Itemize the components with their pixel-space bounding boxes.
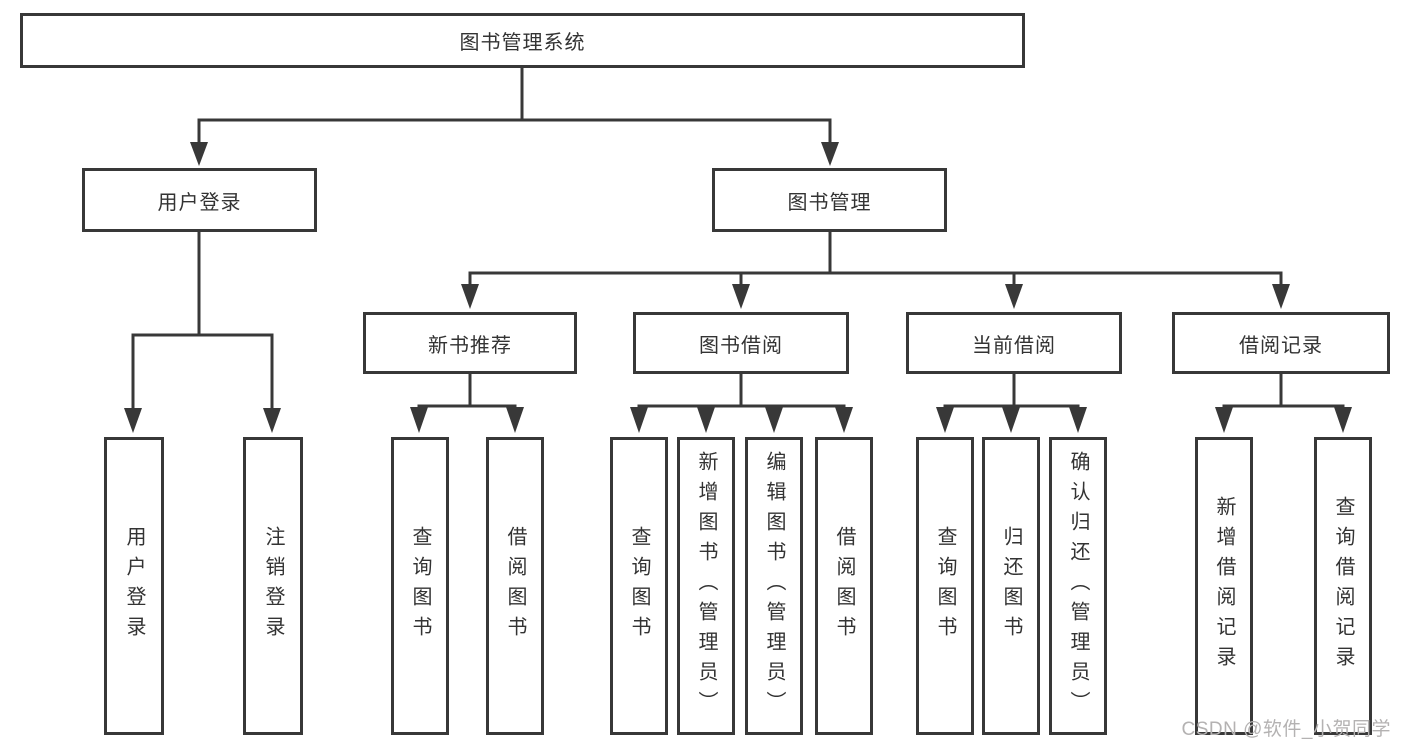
leaf-confirm-return-admin-label: 确认归还（管理员）: [1067, 451, 1089, 721]
leaf-confirm-return-admin: 确认归还（管理员）: [1049, 437, 1107, 735]
leaf-query-books-recommend: 查询图书: [391, 437, 449, 735]
node-root: 图书管理系统: [20, 13, 1025, 68]
node-book-management: 图书管理: [712, 168, 947, 232]
leaf-edit-book-admin-label: 编辑图书（管理员）: [763, 451, 785, 721]
leaf-add-borrow-record-label: 新增借阅记录: [1213, 496, 1235, 676]
node-borrow-records: 借阅记录: [1172, 312, 1390, 374]
leaf-query-borrow-record: 查询借阅记录: [1314, 437, 1372, 735]
leaf-query-books-borrow: 查询图书: [610, 437, 668, 735]
arrowheads: [124, 142, 1352, 433]
leaf-borrow-books-label: 借阅图书: [833, 526, 855, 646]
leaf-borrow-books-recommend: 借阅图书: [486, 437, 544, 735]
leaf-logout-label: 注销登录: [262, 526, 284, 646]
leaf-return-books: 归还图书: [982, 437, 1040, 735]
node-current-borrow: 当前借阅: [906, 312, 1122, 374]
leaf-borrow-books: 借阅图书: [815, 437, 873, 735]
leaf-query-books-recommend-label: 查询图书: [409, 526, 431, 646]
leaf-query-borrow-record-label: 查询借阅记录: [1332, 496, 1354, 676]
leaf-query-books-current-label: 查询图书: [934, 526, 956, 646]
node-new-book-recommend: 新书推荐: [363, 312, 577, 374]
node-user-login: 用户登录: [82, 168, 317, 232]
node-book-borrow: 图书借阅: [633, 312, 849, 374]
watermark: CSDN @软件_小贺同学: [1181, 719, 1391, 740]
leaf-query-books-current: 查询图书: [916, 437, 974, 735]
leaf-add-borrow-record: 新增借阅记录: [1195, 437, 1253, 735]
leaf-add-book-admin: 新增图书（管理员）: [677, 437, 735, 735]
leaf-user-login-label: 用户登录: [123, 526, 145, 646]
leaf-edit-book-admin: 编辑图书（管理员）: [745, 437, 803, 735]
leaf-user-login: 用户登录: [104, 437, 164, 735]
leaf-query-books-borrow-label: 查询图书: [628, 526, 650, 646]
leaf-return-books-label: 归还图书: [1000, 526, 1022, 646]
leaf-borrow-books-recommend-label: 借阅图书: [504, 526, 526, 646]
leaf-add-book-admin-label: 新增图书（管理员）: [695, 451, 717, 721]
leaf-logout: 注销登录: [243, 437, 303, 735]
